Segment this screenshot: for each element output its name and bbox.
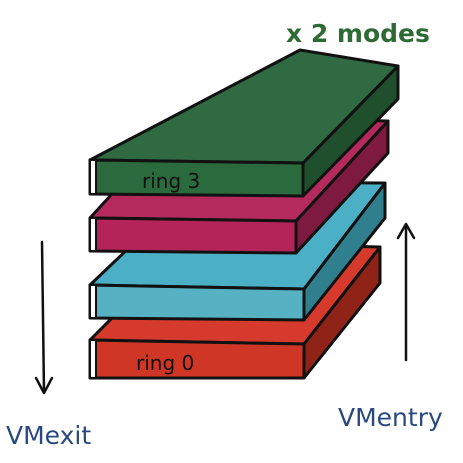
ring-3-layer-edge (89, 159, 97, 195)
vmexit-arrow (34, 240, 54, 395)
blue-layer-front (88, 283, 306, 322)
blue-layer-edge (89, 284, 97, 319)
magenta-layer-edge (89, 217, 97, 252)
ring-0-layer-front (88, 338, 306, 380)
magenta-layer-front (88, 216, 298, 255)
vmexit-arrow-shaft (40, 240, 46, 394)
ring-3-label: ring 3 (142, 169, 200, 193)
vmexit-label: VMexit (6, 421, 91, 450)
vmentry-arrow-head (396, 222, 416, 240)
ring-0-label: ring 0 (136, 351, 194, 375)
vmentry-arrow (396, 222, 416, 362)
ring-3-layer: ring 3 (88, 48, 400, 198)
vmexit-arrow-head (34, 376, 54, 395)
vmentry-label: VMentry (338, 403, 443, 432)
modes-label: x 2 modes (286, 19, 430, 48)
ring-0-layer-edge (89, 339, 97, 379)
